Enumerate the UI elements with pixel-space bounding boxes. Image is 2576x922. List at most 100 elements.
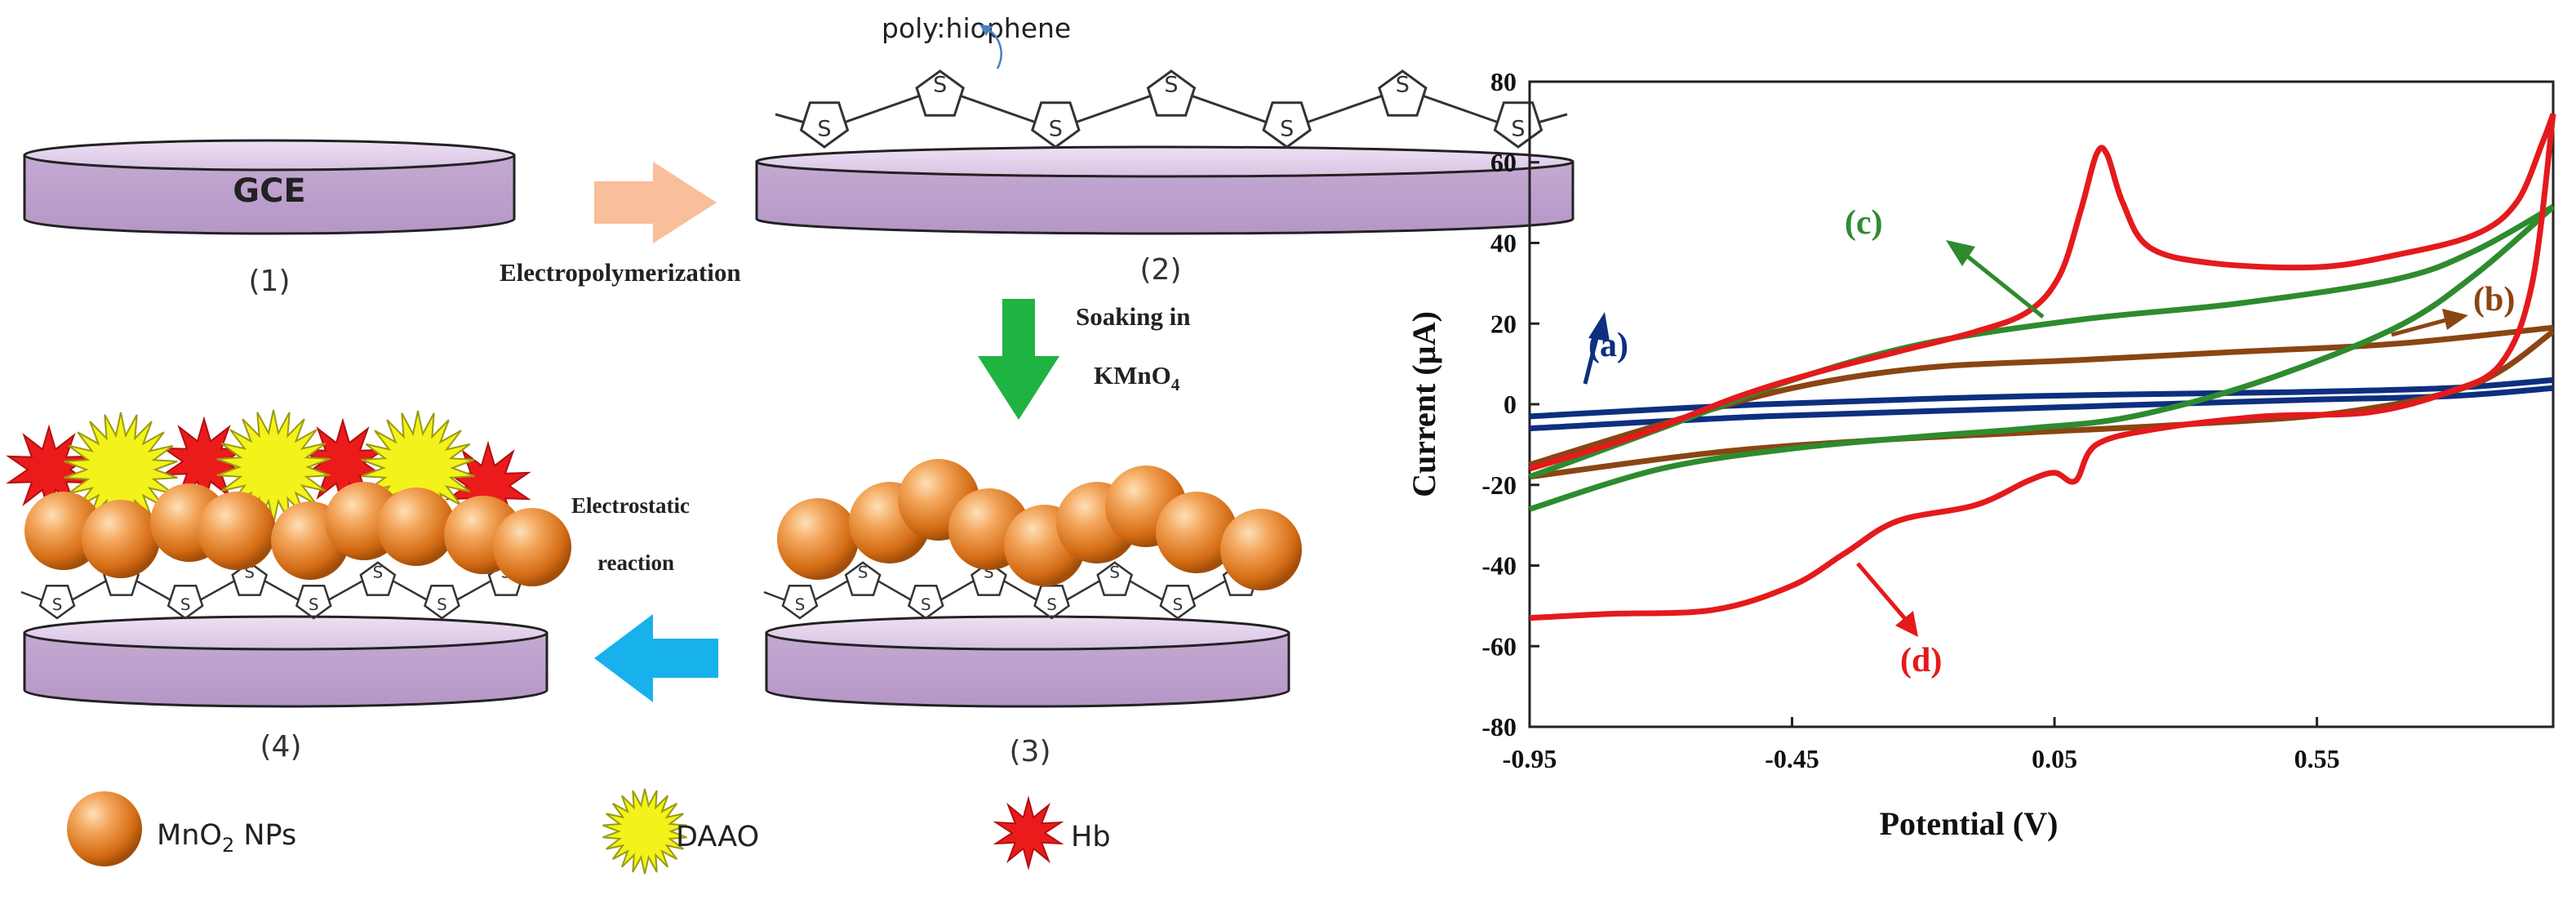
sulfur-atom-label: S xyxy=(1396,73,1410,98)
sulfur-atom-label: S xyxy=(817,117,831,142)
mno2-nanoparticle xyxy=(24,492,103,570)
sulfur-atom-label: S xyxy=(1049,117,1063,142)
polythiophene-label: poly:hiophene xyxy=(882,12,1071,44)
electrode-polythiophene xyxy=(755,145,1574,235)
curve-d-reverse-scan xyxy=(1529,114,2556,621)
thiophene-ring xyxy=(1146,69,1197,117)
daao-legend-label: DAAO xyxy=(676,821,759,853)
curve-b-label: (b) xyxy=(2473,281,2515,318)
x-tick-label: -0.95 xyxy=(1503,744,1557,773)
curve-d-annotation: (d) xyxy=(1856,562,1942,679)
thiophene-ring xyxy=(781,584,819,620)
chain-bond xyxy=(1074,94,1153,124)
y-tick-label: -40 xyxy=(1481,551,1517,581)
chain-end xyxy=(1537,113,1568,124)
thiophene-ring xyxy=(359,561,397,596)
y-tick-label: -20 xyxy=(1481,470,1517,500)
chain-bond xyxy=(327,579,364,602)
chain-bond xyxy=(70,579,108,602)
mno2-legend-icon xyxy=(67,791,142,866)
thiophene-ring xyxy=(970,561,1007,596)
chain-bond xyxy=(939,579,975,602)
thiophene-ring xyxy=(799,101,850,149)
sulfur-atom-label: S xyxy=(933,73,947,98)
curve-a-label: (a) xyxy=(1588,327,1628,364)
thiophene-ring xyxy=(424,584,460,620)
mno2-nanoparticle xyxy=(82,500,160,578)
sulfur-atom-label: S xyxy=(180,595,191,614)
x-tick-label: -0.45 xyxy=(1765,744,1819,773)
sulfur-atom-label: S xyxy=(309,595,319,614)
chain-bond xyxy=(1191,579,1228,602)
polythiophene-pointer xyxy=(987,28,1002,69)
y-tick-label: -60 xyxy=(1481,631,1517,661)
y-tick-label: -80 xyxy=(1481,712,1517,742)
sulfur-atom-label: S xyxy=(858,563,868,582)
sulfur-atom-label: S xyxy=(1280,117,1294,142)
electropolymerization-arrow xyxy=(594,162,717,243)
chain-bond xyxy=(1421,94,1499,124)
mno2-nanoparticle xyxy=(377,488,455,566)
mno2-nanoparticle-layer xyxy=(777,459,1302,590)
chain-bond xyxy=(391,579,429,602)
step-2-label: (2) xyxy=(1140,253,1182,287)
thiophene-ring xyxy=(915,69,965,117)
sulfur-atom-label: S xyxy=(921,595,931,614)
chain-bond xyxy=(455,579,493,602)
thiophene-ring xyxy=(231,561,269,596)
thiophene-ring xyxy=(1096,561,1134,596)
thiophene-ring xyxy=(38,584,76,620)
chain-bond xyxy=(199,579,236,602)
fabrication-scheme: GCE (1) Electropolymerization S S S S S S S po… xyxy=(6,12,1574,875)
electrostatic-label-line1: Electrostatic xyxy=(571,493,690,518)
hb-legend-icon xyxy=(993,795,1064,871)
thiophene-ring xyxy=(907,584,944,620)
mno2-nanoparticle-layer-4 xyxy=(24,482,571,586)
chain-bond xyxy=(843,94,922,124)
step-3-label: (3) xyxy=(1010,735,1051,768)
chain-bond xyxy=(1190,94,1268,124)
thiophene-ring xyxy=(295,584,332,620)
chain-bond xyxy=(1128,579,1164,602)
thiophene-ring xyxy=(1159,584,1197,620)
electrostatic-label-line2: reaction xyxy=(597,550,674,575)
electrode-final xyxy=(23,615,549,708)
chain-end xyxy=(763,590,786,602)
curve-a-reverse-scan xyxy=(1529,385,2554,432)
mno2-nanoparticle xyxy=(1220,509,1302,590)
gce-label: GCE xyxy=(233,172,306,210)
curve-c-annotation: (c) xyxy=(1845,204,2045,318)
sulfur-atom-label: S xyxy=(1511,117,1525,142)
mno2-legend-label: MnO2 NPs xyxy=(157,819,296,857)
mno2-nanoparticle xyxy=(1156,492,1237,573)
thiophene-ring xyxy=(1378,69,1428,117)
sulfur-atom-label: S xyxy=(1173,595,1184,614)
sulfur-atom-label: S xyxy=(795,595,806,614)
sulfur-atom-label: S xyxy=(1109,563,1120,582)
x-axis-title: Potential (V) xyxy=(1880,805,2059,842)
curve-d-label: (d) xyxy=(1900,642,1942,679)
chain-end xyxy=(775,113,806,124)
y-tick-label: 0 xyxy=(1503,390,1517,419)
x-tick-label: 0.55 xyxy=(2294,744,2340,773)
electropolymerization-label: Electropolymerization xyxy=(500,258,741,287)
mno2-nanoparticle xyxy=(777,498,859,580)
step-1-label: (1) xyxy=(249,265,291,298)
sulfur-atom-label: S xyxy=(1046,595,1057,614)
curve-c-reverse-scan xyxy=(1528,204,2556,512)
electrode-gce: GCE xyxy=(23,139,516,235)
x-tick-label: 0.05 xyxy=(2032,744,2077,773)
soaking-arrow xyxy=(978,299,1059,420)
electrode-mno2 xyxy=(765,615,1290,708)
daao-legend-icon xyxy=(602,788,687,875)
sulfur-atom-label: S xyxy=(373,563,384,582)
chain-bond xyxy=(135,579,172,602)
thiophene-ring xyxy=(844,561,882,596)
thiophene-ring xyxy=(1031,101,1081,149)
soaking-label-line1: Soaking in xyxy=(1076,302,1190,331)
step-4-label: (4) xyxy=(260,730,302,764)
